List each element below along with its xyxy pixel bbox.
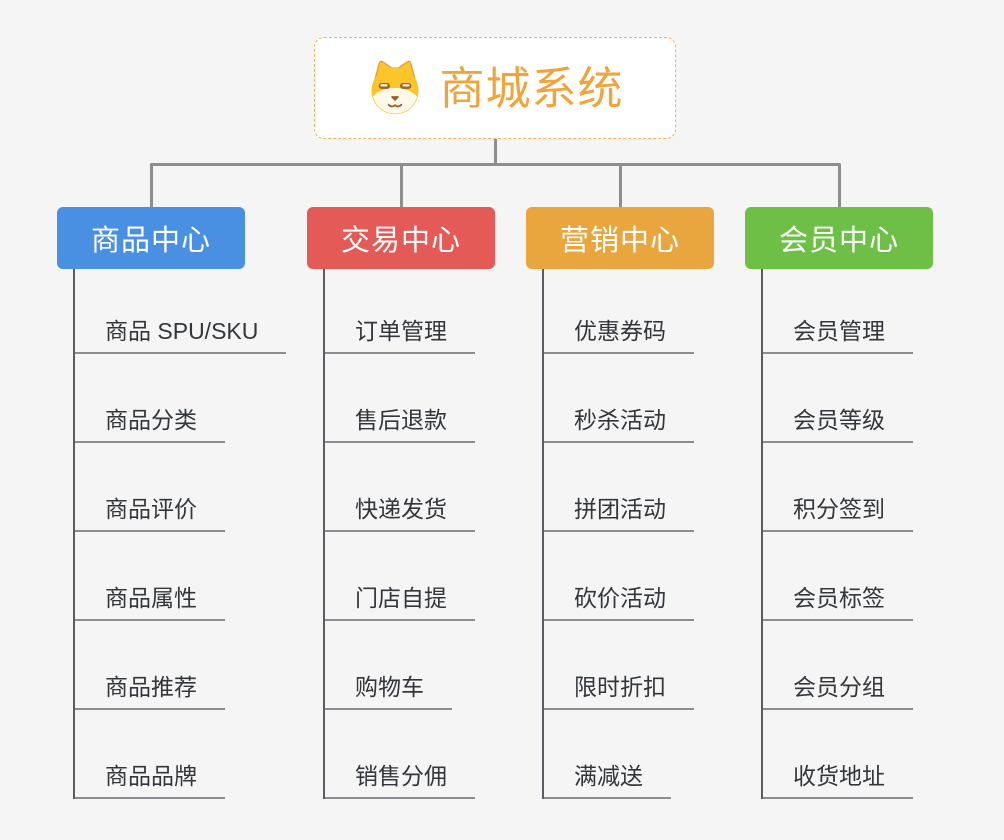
leaf-node[interactable]: 商品评价 [75, 443, 297, 532]
leaf-node[interactable]: 售后退款 [325, 354, 547, 443]
leaf-node[interactable]: 会员管理 [763, 269, 985, 354]
leaf-label: 订单管理 [325, 320, 475, 354]
leaf-node[interactable]: 销售分佣 [325, 710, 547, 799]
branch-leaves-members: 会员管理 会员等级 积分签到 会员标签 会员分组 收货地址 [761, 269, 985, 799]
leaf-node[interactable]: 拼团活动 [544, 443, 766, 532]
leaf-node[interactable]: 商品属性 [75, 532, 297, 621]
branch-node-products[interactable]: 商品中心 [57, 207, 245, 269]
connector-drop-products [150, 164, 153, 207]
leaf-node[interactable]: 订单管理 [325, 269, 547, 354]
leaf-label: 销售分佣 [325, 765, 475, 799]
leaf-label: 优惠券码 [544, 320, 694, 354]
leaf-label: 快递发货 [325, 498, 475, 532]
root-title: 商城系统 [439, 62, 624, 114]
branch-node-members[interactable]: 会员中心 [745, 207, 933, 269]
branch-column-trade: 交易中心 订单管理 售后退款 快递发货 门店自提 购物车 销售分佣 [307, 207, 547, 799]
leaf-node[interactable]: 收货地址 [763, 710, 985, 799]
leaf-node[interactable]: 快递发货 [325, 443, 547, 532]
leaf-label: 商品分类 [75, 409, 225, 443]
leaf-label: 会员等级 [763, 409, 913, 443]
leaf-node[interactable]: 购物车 [325, 621, 547, 710]
leaf-label: 会员标签 [763, 587, 913, 621]
leaf-label: 砍价活动 [544, 587, 694, 621]
leaf-node[interactable]: 积分签到 [763, 443, 985, 532]
branch-column-marketing: 营销中心 优惠券码 秒杀活动 拼团活动 砍价活动 限时折扣 满减送 [526, 207, 766, 799]
leaf-node[interactable]: 满减送 [544, 710, 766, 799]
leaf-label: 满减送 [544, 765, 671, 799]
leaf-label: 积分签到 [763, 498, 913, 532]
branch-node-marketing[interactable]: 营销中心 [526, 207, 714, 269]
branch-node-trade[interactable]: 交易中心 [307, 207, 495, 269]
leaf-node[interactable]: 会员等级 [763, 354, 985, 443]
leaf-label: 限时折扣 [544, 676, 694, 710]
leaf-label: 门店自提 [325, 587, 475, 621]
leaf-label: 商品 SPU/SKU [75, 320, 287, 354]
leaf-label: 秒杀活动 [544, 409, 694, 443]
leaf-label: 会员分组 [763, 676, 913, 710]
leaf-label: 会员管理 [763, 320, 913, 354]
leaf-node[interactable]: 门店自提 [325, 532, 547, 621]
dog-face-icon [371, 60, 420, 115]
leaf-node[interactable]: 商品分类 [75, 354, 297, 443]
branch-leaves-products: 商品 SPU/SKU 商品分类 商品评价 商品属性 商品推荐 商品品牌 [73, 269, 297, 799]
leaf-node[interactable]: 会员分组 [763, 621, 985, 710]
connector-drop-members [838, 164, 841, 207]
leaf-node[interactable]: 商品品牌 [75, 710, 297, 799]
root-node[interactable]: 商城系统 [314, 37, 676, 139]
branch-column-members: 会员中心 会员管理 会员等级 积分签到 会员标签 会员分组 收货地址 [745, 207, 985, 799]
leaf-node[interactable]: 砍价活动 [544, 532, 766, 621]
connector-bus [150, 163, 841, 166]
leaf-label: 收货地址 [763, 765, 913, 799]
branch-column-products: 商品中心 商品 SPU/SKU 商品分类 商品评价 商品属性 商品推荐 商品品牌 [57, 207, 297, 799]
leaf-label: 商品品牌 [75, 765, 225, 799]
connector-drop-trade [400, 164, 403, 207]
leaf-node[interactable]: 会员标签 [763, 532, 985, 621]
leaf-label: 拼团活动 [544, 498, 694, 532]
leaf-label: 售后退款 [325, 409, 475, 443]
leaf-node[interactable]: 商品 SPU/SKU [75, 269, 297, 354]
branch-leaves-marketing: 优惠券码 秒杀活动 拼团活动 砍价活动 限时折扣 满减送 [542, 269, 766, 799]
leaf-label: 商品评价 [75, 498, 225, 532]
leaf-label: 购物车 [325, 676, 452, 710]
leaf-node[interactable]: 限时折扣 [544, 621, 766, 710]
leaf-node[interactable]: 秒杀活动 [544, 354, 766, 443]
connector-root-stem [494, 139, 497, 164]
branch-leaves-trade: 订单管理 售后退款 快递发货 门店自提 购物车 销售分佣 [323, 269, 547, 799]
leaf-node[interactable]: 商品推荐 [75, 621, 297, 710]
leaf-label: 商品推荐 [75, 676, 225, 710]
leaf-node[interactable]: 优惠券码 [544, 269, 766, 354]
connector-drop-marketing [619, 164, 622, 207]
leaf-label: 商品属性 [75, 587, 225, 621]
